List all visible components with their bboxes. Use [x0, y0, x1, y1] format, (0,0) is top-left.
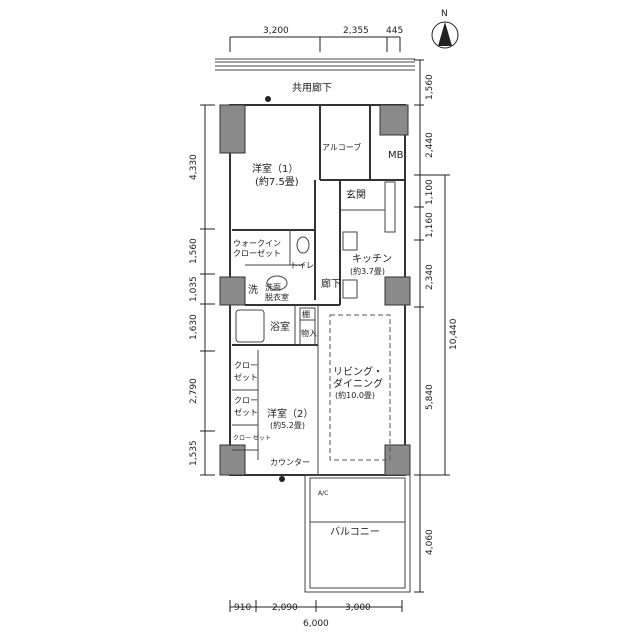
hall-label: 廊下 [321, 277, 341, 290]
pillar [219, 104, 246, 154]
entry-marker [265, 96, 271, 102]
entrance-label: 玄関 [346, 188, 366, 201]
western1-label: 洋室（1） [252, 162, 298, 175]
wash-mark: 洗 [248, 284, 258, 296]
right-dimensions: 1,560 2,440 1,100 1,160 2,340 5,840 4,06… [414, 59, 459, 593]
living-dining-area [329, 314, 391, 461]
top-dim-3: 445 [386, 26, 403, 36]
common-corridor-rail [215, 58, 415, 71]
left-dim-2: 1,560 [189, 238, 199, 264]
closet-a-label-2: ゼット [234, 372, 258, 382]
entry-marker [279, 476, 285, 482]
right-dim-4: 1,160 [425, 212, 435, 238]
mb-label: MB [388, 150, 404, 161]
toilet-label: トイレ [290, 261, 314, 270]
right-dim-3: 1,100 [425, 179, 435, 205]
right-dim-7: 4,060 [425, 529, 435, 555]
balcony-inner [309, 477, 406, 589]
alcove-label: アルコーブ [322, 142, 361, 152]
washroom-label: 洗面 [265, 282, 281, 292]
pillar [384, 444, 411, 476]
right-dim-2: 2,440 [425, 132, 435, 158]
pillar [219, 276, 246, 306]
closet-b-label: クロー [234, 396, 258, 405]
top-dimensions: 3,200 2,355 445 [229, 26, 403, 52]
storage-label: 物入 [301, 328, 317, 338]
interior-walls [232, 105, 405, 475]
balcony-label: バルコニー [330, 526, 380, 538]
top-dim-2: 2,355 [343, 26, 369, 36]
walkin-label-2: クローゼット [233, 248, 281, 258]
right-dim-5: 2,340 [425, 264, 435, 290]
western2-size: (約5.2畳) [270, 420, 305, 430]
ac-label: A/C [318, 490, 328, 497]
right-dim-total: 10,440 [449, 318, 459, 350]
bottom-dim-3: 3,000 [345, 603, 371, 613]
bottom-dim-1: 910 [234, 603, 251, 613]
bottom-dim-2: 2,090 [272, 603, 298, 613]
north-compass-icon: N [431, 9, 459, 49]
shelf-label: 棚 [302, 309, 310, 319]
walkin-label: ウォークイン [233, 239, 281, 248]
common-corridor-label: 共用廊下 [292, 81, 332, 94]
western2-label: 洋室（2） [267, 407, 313, 420]
bath-label: 浴室 [270, 320, 290, 333]
western1-size: (約7.5畳) [255, 175, 299, 188]
balcony-outline [304, 474, 411, 593]
closet-a-label: クロー [234, 361, 258, 370]
compass-label: N [441, 9, 448, 19]
living-label: リビング・ [333, 365, 383, 378]
left-dim-4: 1,630 [189, 314, 199, 340]
kitchen-label: キッチン [352, 253, 392, 265]
left-dim-1: 4,330 [189, 154, 199, 180]
closet-c-label: クロー ゼット [233, 434, 271, 442]
bottom-dim-total: 6,000 [303, 619, 329, 629]
washroom-label-2: 脱衣室 [265, 292, 289, 302]
pillar [379, 104, 409, 136]
pillar [384, 276, 411, 306]
kitchen-size: (約3.7畳) [350, 266, 385, 276]
bottom-dimensions: 910 2,090 3,000 6,000 [229, 600, 403, 629]
living-size: (約10.0畳) [335, 390, 375, 400]
counter-label: カウンター [270, 458, 310, 467]
dining-label: ダイニング [333, 377, 383, 390]
right-dim-1: 1,560 [425, 74, 435, 100]
left-dim-3: 1,035 [189, 276, 199, 302]
top-dim-1: 3,200 [263, 26, 289, 36]
left-dim-6: 1,535 [189, 440, 199, 466]
left-dimensions: 4,330 1,560 1,035 1,630 2,790 1,535 [189, 104, 215, 476]
left-dim-5: 2,790 [189, 378, 199, 404]
right-dim-6: 5,840 [425, 384, 435, 410]
closet-b-label-2: ゼット [234, 407, 258, 417]
